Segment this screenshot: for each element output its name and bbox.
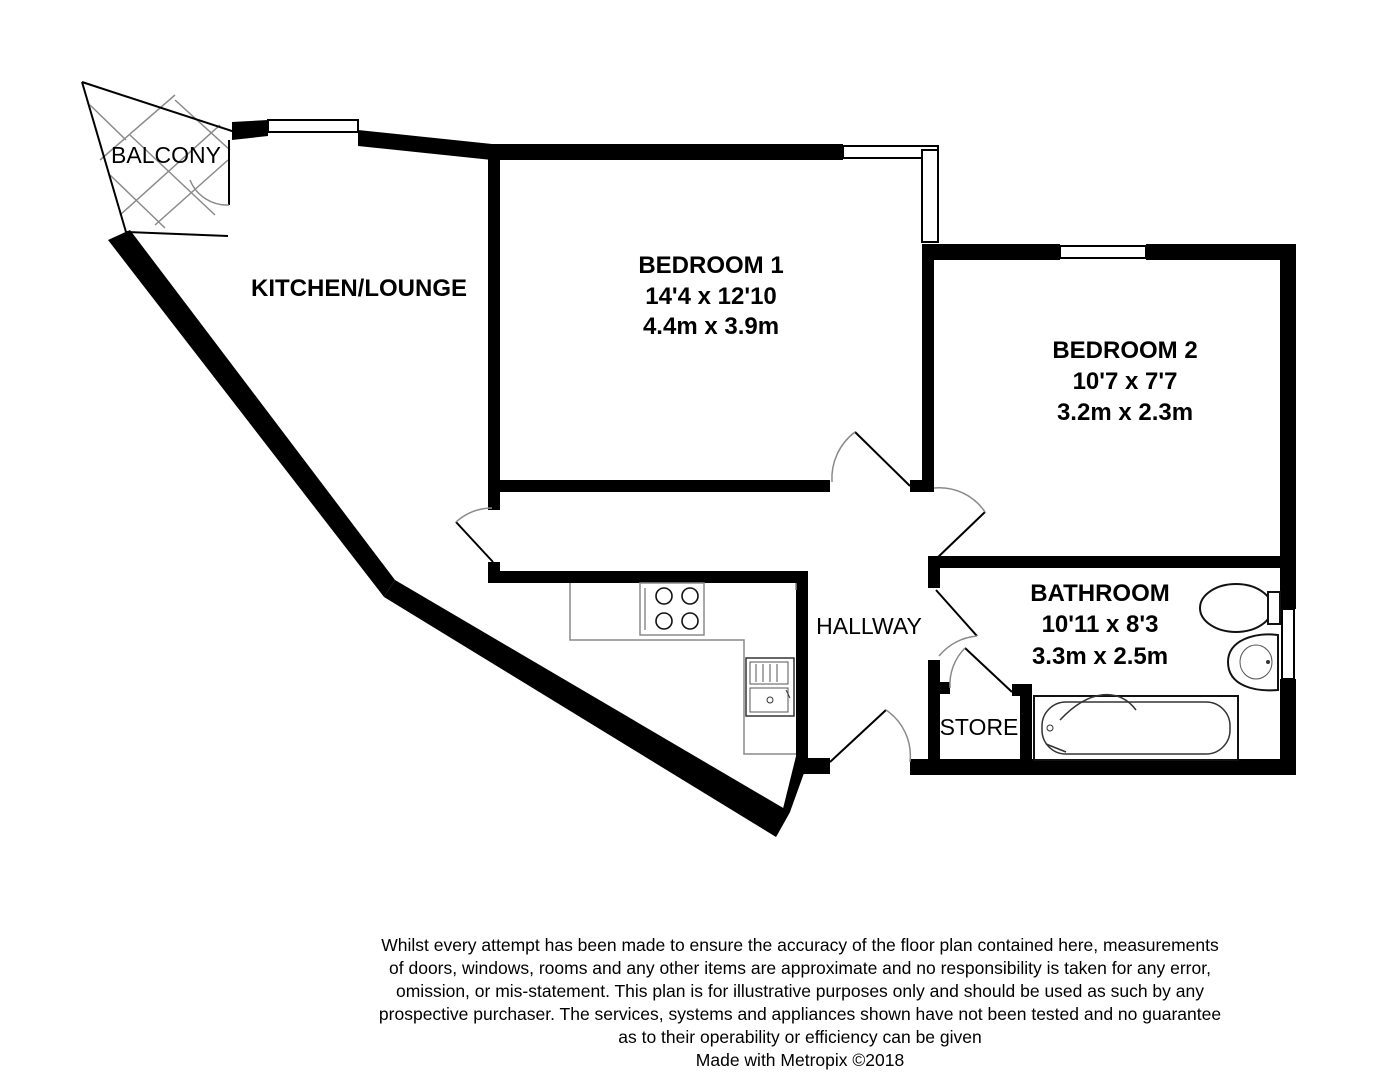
disclaimer-line: prospective purchaser. The services, sys… [378, 1004, 1222, 1024]
credit-line: Made with Metropix ©2018 [695, 1050, 905, 1070]
bedroom1-name: BEDROOM 1 [638, 252, 783, 279]
hallway-label: HALLWAY [816, 613, 922, 639]
kitchen-lounge-label: KITCHEN/LOUNGE [251, 275, 467, 302]
window-bedroom1-side [921, 149, 939, 243]
window-kitchen [267, 119, 359, 133]
bath-icon [1033, 693, 1239, 761]
store-label: STORE [940, 714, 1019, 740]
bedroom2-metric: 3.2m x 2.3m [1057, 399, 1193, 426]
doors [455, 431, 1013, 763]
bathroom-fittings [1033, 583, 1281, 761]
bedroom2-name: BEDROOM 2 [1052, 337, 1197, 364]
bathroom-imperial: 10'11 x 8'3 [1042, 611, 1159, 638]
balcony-label: BALCONY [111, 142, 221, 168]
disclaimer-line: Whilst every attempt has been made to en… [381, 935, 1219, 955]
disclaimer-line: of doors, windows, rooms and any other i… [389, 958, 1211, 978]
window-bathroom [1281, 608, 1295, 680]
interior-walls [488, 150, 1296, 775]
hob-icon [639, 582, 705, 636]
bedroom1-metric: 4.4m x 3.9m [643, 313, 779, 340]
bedroom1-imperial: 14'4 x 12'10 [645, 283, 777, 310]
exterior-walls [108, 119, 1296, 837]
balcony-area [81, 81, 236, 237]
disclaimer: Whilst every attempt has been made to en… [300, 934, 1300, 1072]
basin-icon [1226, 633, 1279, 692]
bathroom-name: BATHROOM [1030, 580, 1170, 607]
toilet-icon [1199, 583, 1281, 633]
disclaimer-line: as to their operability or efficiency ca… [618, 1027, 982, 1047]
bedroom2-imperial: 10'7 x 7'7 [1073, 368, 1178, 395]
bathroom-metric: 3.3m x 2.5m [1032, 643, 1168, 670]
kitchen-fittings [569, 582, 797, 755]
window-bedroom2 [1059, 245, 1147, 259]
disclaimer-line: omission, or mis-statement. This plan is… [396, 981, 1204, 1001]
sink-icon [745, 657, 795, 717]
